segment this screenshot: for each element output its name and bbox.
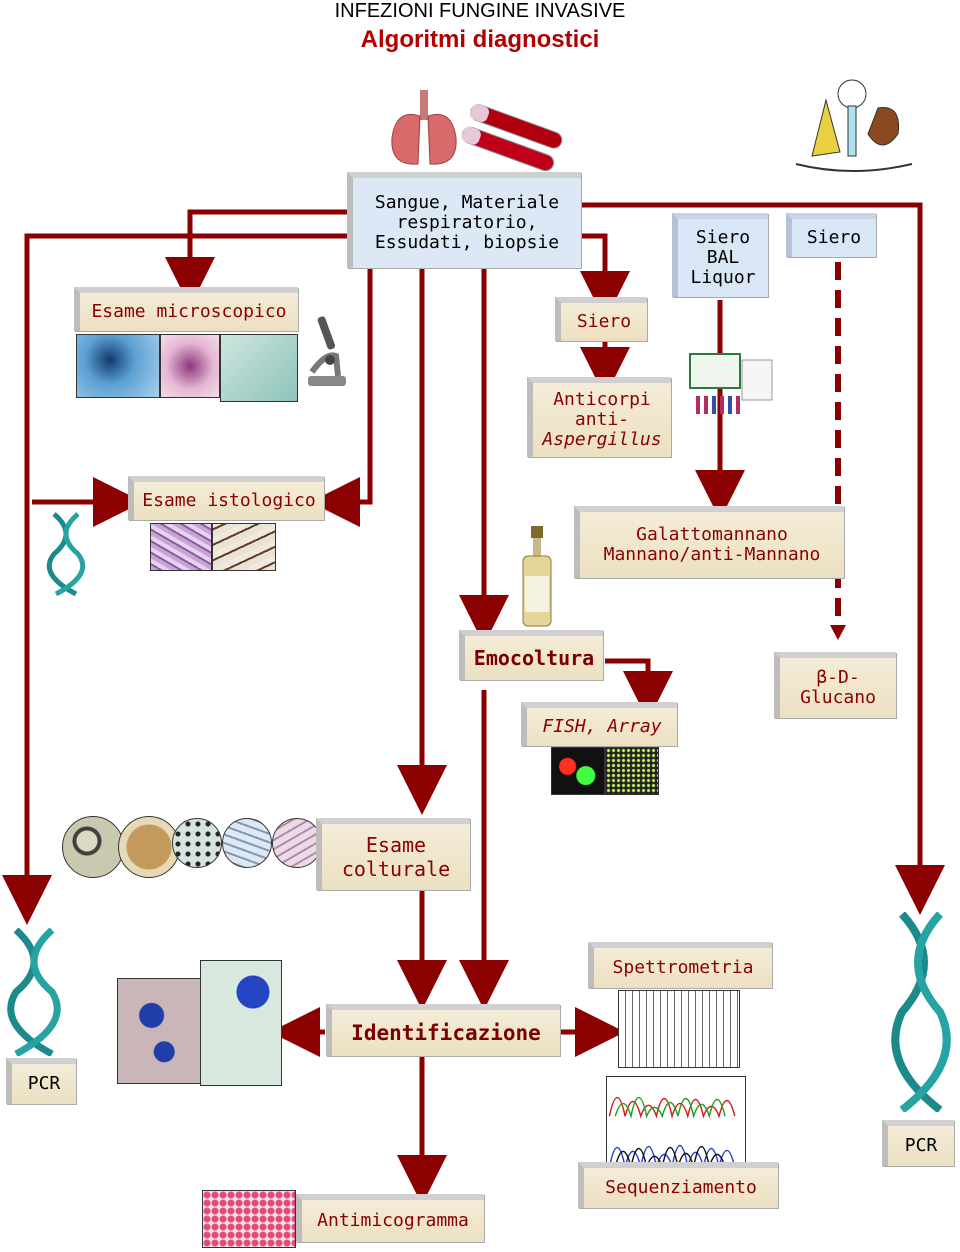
culture-plate-2 <box>118 816 180 878</box>
microscopy-image-3 <box>220 334 298 402</box>
dna-right-icon <box>891 912 951 1112</box>
esame-microscopico-box: Esame microscopico <box>74 287 298 331</box>
fungi-cartoon-icon <box>795 79 913 172</box>
siero-right-label: Siero <box>806 227 862 248</box>
blood-culture-bottle-icon <box>522 526 552 627</box>
siero-bal-liquor-box: Siero BAL Liquor <box>672 213 768 297</box>
glucano-line2: Glucano <box>800 687 876 708</box>
culture-plate-1 <box>62 816 124 878</box>
microscopy-image-1 <box>76 334 160 398</box>
emocoltura-box: Emocoltura <box>459 630 603 680</box>
esame-istologico-box: Esame istologico <box>128 476 324 520</box>
sample-types-box: Sangue, Materiale respiratorio, Essudati… <box>347 172 581 268</box>
esame-colturale-box: Esame colturale <box>316 818 470 890</box>
kit-icon <box>689 353 773 414</box>
anticorpi-line1: Anticorpi <box>553 389 651 410</box>
siero-mid-box: Siero <box>555 297 647 341</box>
emocoltura-label: Emocoltura <box>473 646 595 670</box>
fungal-micrograph-1 <box>117 978 203 1084</box>
beta-d-glucano-box: β-D- Glucano <box>774 652 896 718</box>
pcr-right-box: PCR <box>882 1120 954 1166</box>
bal-label: BAL <box>706 247 740 268</box>
culture-plate-4 <box>222 818 272 868</box>
esame-istologico-label: Esame istologico <box>142 490 316 511</box>
colturale-line2: colturale <box>341 857 451 881</box>
spettrometria-label: Spettrometria <box>612 957 754 978</box>
sample-types-label: Sangue, Materiale respiratorio, Essudati… <box>374 192 560 253</box>
sequencing-chromatogram <box>606 1076 746 1172</box>
culture-plate-5 <box>272 818 322 868</box>
main-title: INFEZIONI FUNGINE INVASIVE <box>334 0 626 22</box>
dna-left-icon <box>7 928 61 1056</box>
sequenziamento-label: Sequenziamento <box>605 1177 757 1198</box>
dna-icon <box>46 512 86 596</box>
lungs-icon <box>391 90 457 165</box>
colturale-line1: Esame <box>365 833 427 857</box>
microscope-icon <box>308 316 346 386</box>
microplate-image <box>202 1190 296 1248</box>
galattomannano-line1: Galattomannano <box>636 524 788 545</box>
galattomannano-line2: Mannano/anti-Mannano <box>603 544 821 565</box>
histology-image-2 <box>212 523 276 571</box>
spettrometria-box: Spettrometria <box>588 942 772 988</box>
array-image <box>605 747 659 795</box>
galattomannano-box: Galattomannano Mannano/anti-Mannano <box>574 506 844 578</box>
fungal-micrograph-2 <box>200 960 282 1086</box>
siero-label: Siero <box>695 227 751 248</box>
anticorpi-box: Anticorpi anti- Aspergillus <box>527 377 671 457</box>
pcr-right-label: PCR <box>904 1135 938 1156</box>
anticorpi-line2: anti- <box>574 409 630 430</box>
antimicogramma-box: Antimicogramma <box>296 1194 484 1242</box>
fish-array-box: FISH, Array <box>521 702 677 746</box>
mass-spectrum-image <box>618 990 740 1068</box>
blood-tubes-icon <box>461 104 563 172</box>
pcr-left-box: PCR <box>6 1058 76 1104</box>
microscopy-image-2 <box>160 334 220 398</box>
antimicogramma-label: Antimicogramma <box>317 1210 469 1231</box>
subtitle: Algoritmi diagnostici <box>360 26 600 53</box>
identificazione-box: Identificazione <box>326 1004 560 1056</box>
glucano-line1: β-D- <box>816 667 860 688</box>
culture-plate-3 <box>172 818 222 868</box>
identificazione-label: Identificazione <box>351 1021 541 1045</box>
liquor-label: Liquor <box>690 267 756 288</box>
esame-microscopico-label: Esame microscopico <box>91 301 287 322</box>
anticorpi-line3: Aspergillus <box>542 429 662 450</box>
siero-mid-label: Siero <box>576 311 632 332</box>
pcr-left-label: PCR <box>27 1073 61 1094</box>
sequenziamento-box: Sequenziamento <box>578 1162 778 1208</box>
fish-array-label: FISH, Array <box>542 716 662 737</box>
histology-image-1 <box>150 523 212 571</box>
fish-image <box>551 747 605 795</box>
siero-right-box: Siero <box>786 213 876 257</box>
